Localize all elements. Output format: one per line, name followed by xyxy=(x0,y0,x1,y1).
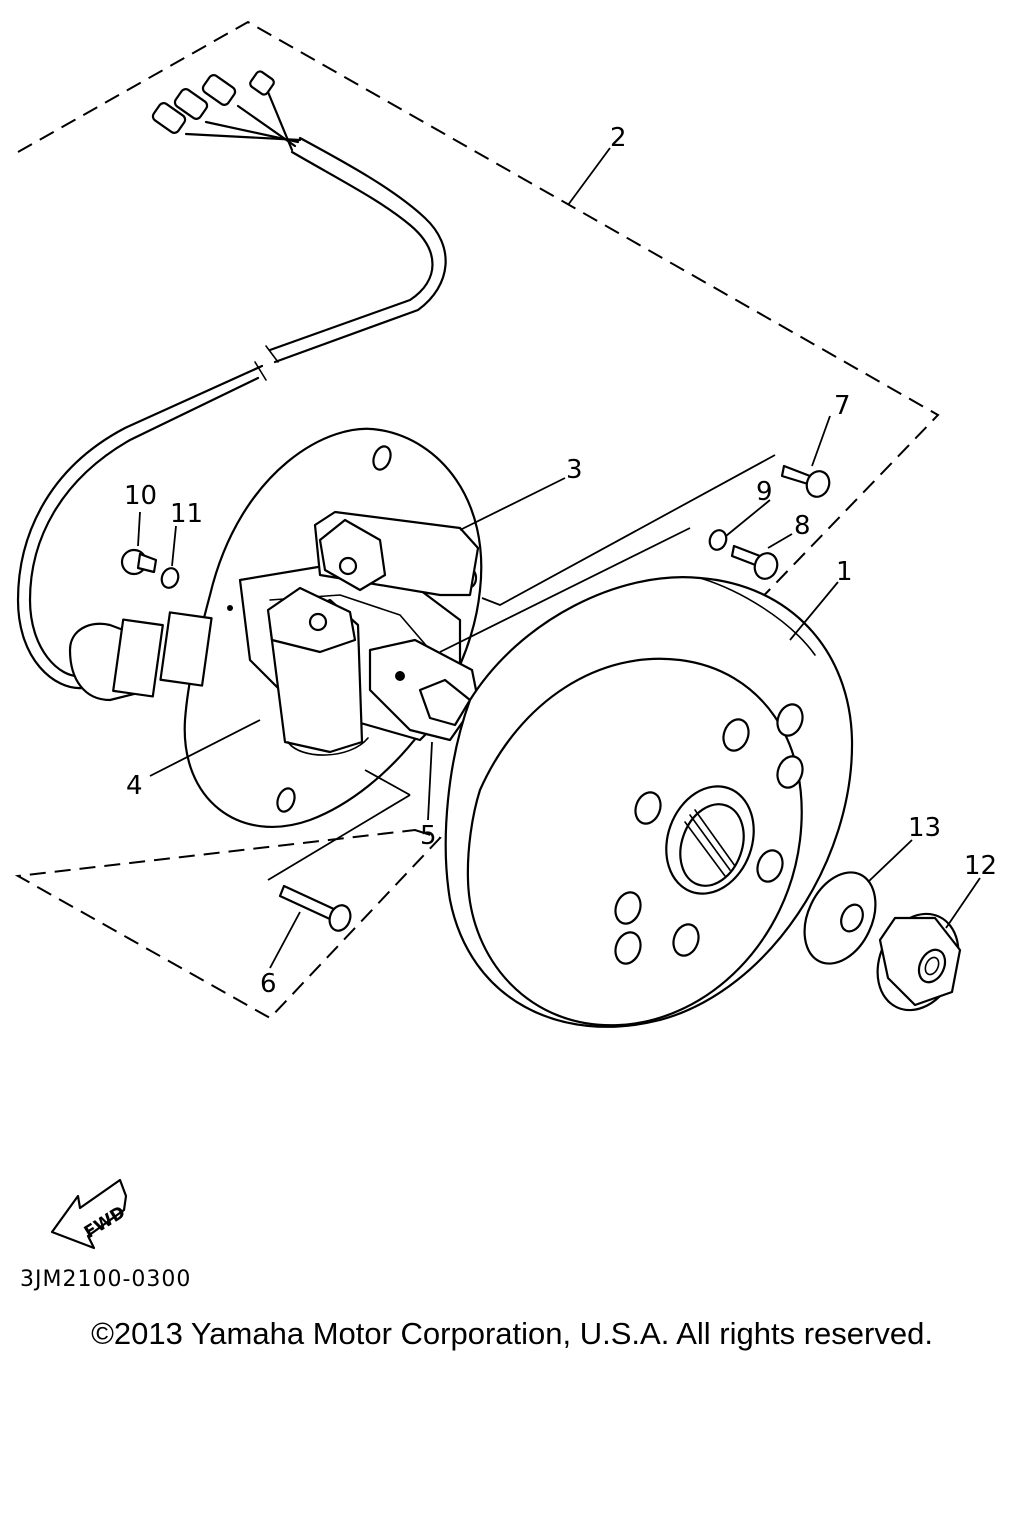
callout-7: 7 xyxy=(834,391,851,421)
screw-6 xyxy=(278,884,352,932)
callout-3: 3 xyxy=(566,455,583,485)
lock-washer-9 xyxy=(708,529,728,551)
coil-lower xyxy=(266,586,369,756)
copyright-notice: ©2013 Yamaha Motor Corporation, U.S.A. A… xyxy=(91,1316,933,1351)
callout-5: 5 xyxy=(420,821,437,851)
flywheel-rotor xyxy=(444,576,854,1028)
screw-7 xyxy=(780,464,831,498)
figure-code: 3JM2100-0300 xyxy=(20,1267,191,1292)
pickup-coil xyxy=(368,638,480,742)
callout-9: 9 xyxy=(756,477,773,507)
callout-1: 1 xyxy=(836,557,853,587)
coil-upper xyxy=(313,510,480,597)
wiring-harness xyxy=(16,70,447,702)
screw-10 xyxy=(120,548,158,576)
washer xyxy=(803,871,877,965)
callout-labels: 1 2 3 4 5 6 7 8 9 10 11 12 13 xyxy=(124,123,997,999)
callout-10: 10 xyxy=(124,481,157,511)
callout-11: 11 xyxy=(170,499,203,529)
fwd-arrow-icon: FWD xyxy=(50,1178,129,1250)
callout-4: 4 xyxy=(126,771,143,801)
callout-8: 8 xyxy=(794,511,811,541)
callout-13: 13 xyxy=(908,813,941,843)
leader-lines xyxy=(137,147,981,969)
callout-2: 2 xyxy=(610,123,627,153)
stator-wire-clip xyxy=(159,611,213,687)
callout-12: 12 xyxy=(964,851,997,881)
lock-washer-11 xyxy=(160,567,180,589)
screw-8 xyxy=(730,544,779,580)
flange-nut xyxy=(876,912,962,1012)
callout-6: 6 xyxy=(260,969,277,999)
